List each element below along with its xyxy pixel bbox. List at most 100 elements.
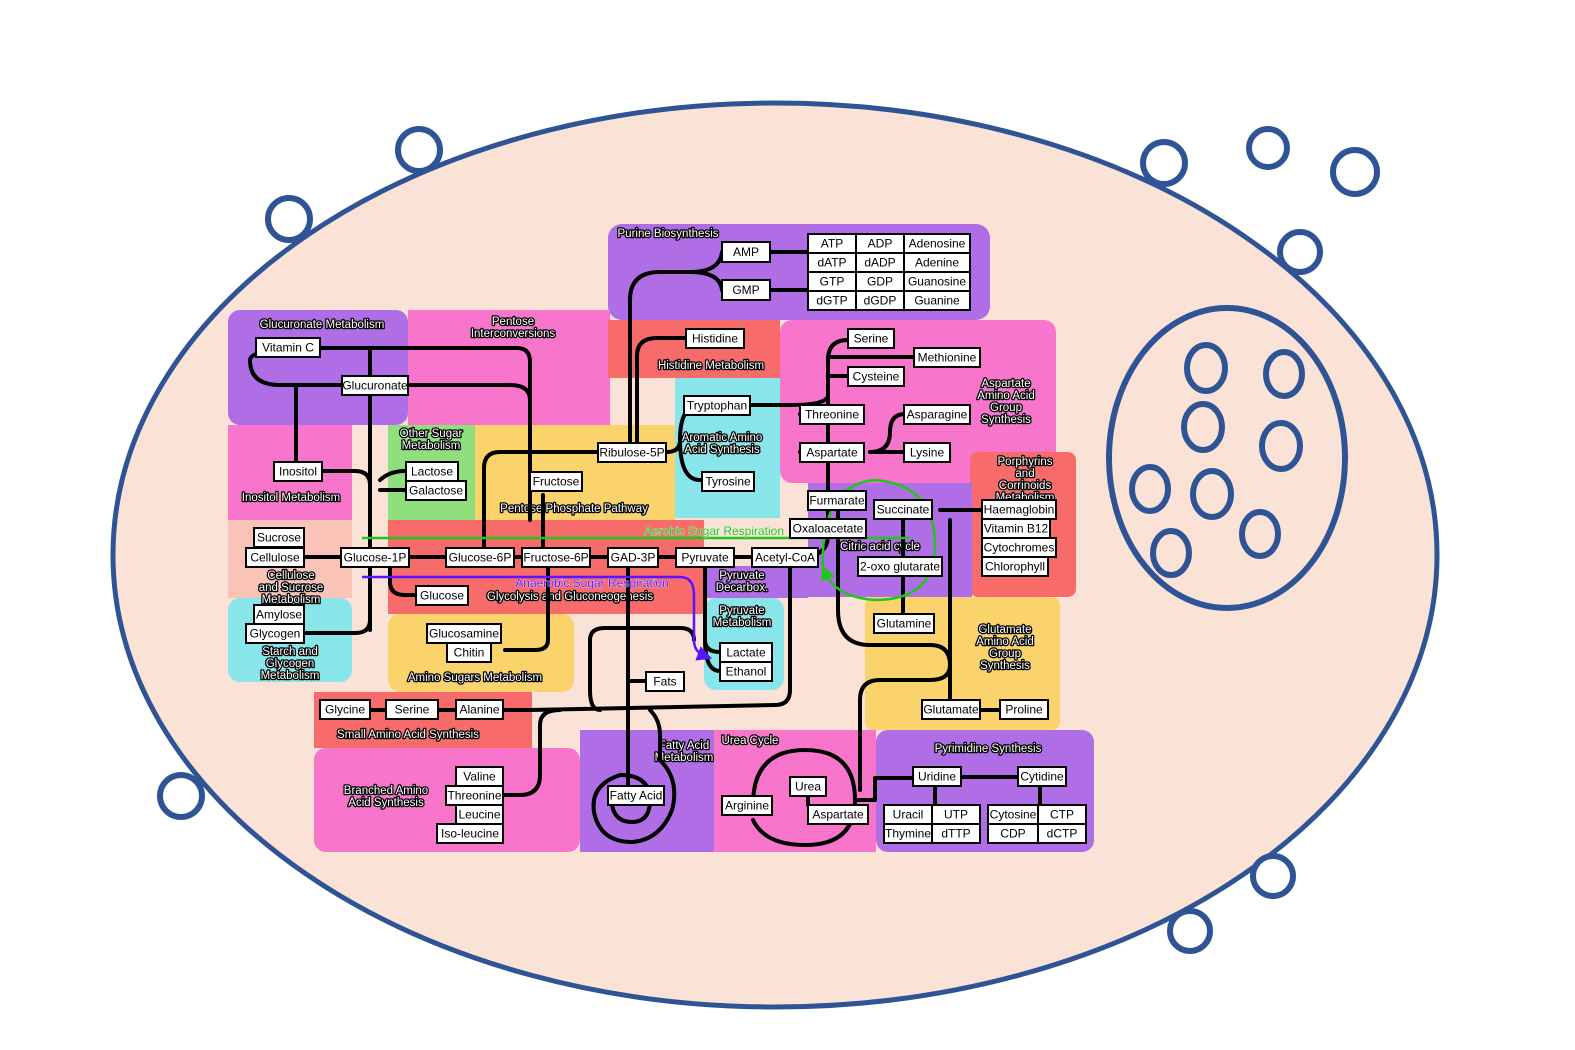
node-fructose[interactable]: Fructose	[529, 471, 583, 492]
node-tryptophan[interactable]: Tryptophan	[683, 395, 751, 416]
node-uracil-label: Uracil	[893, 808, 924, 822]
node-dctp[interactable]: dCTP	[1037, 823, 1087, 844]
node-haemaglobin[interactable]: Haemaglobin	[981, 499, 1057, 520]
node-isoleucine[interactable]: Iso-leucine	[436, 823, 504, 844]
node-methionine[interactable]: Methionine	[913, 347, 981, 368]
node-cysteine[interactable]: Cysteine	[847, 366, 905, 387]
node-ctp[interactable]: CTP	[1037, 804, 1087, 825]
node-glucuronate[interactable]: Glucuronate	[341, 375, 409, 396]
receptor-circle	[265, 195, 313, 243]
node-utp[interactable]: UTP	[931, 804, 981, 825]
node-dgtp-label: dGTP	[816, 294, 847, 308]
node-glucosamine[interactable]: Glucosamine	[426, 623, 502, 644]
receptor-circle	[1277, 229, 1323, 275]
node-uridine-label: Uridine	[918, 770, 956, 784]
region-label-inositol: Inositol Metabolism	[242, 492, 340, 504]
pathway-branched	[501, 708, 562, 797]
node-vitamin-b12[interactable]: Vitamin B12	[981, 518, 1051, 539]
node-fats[interactable]: Fats	[645, 671, 685, 692]
node-glycine[interactable]: Glycine	[319, 699, 371, 720]
node-dadp-label: dADP	[864, 256, 895, 270]
node-oxoglutarate[interactable]: 2-oxo glutarate	[857, 556, 943, 577]
nucleus-body	[1181, 401, 1225, 453]
node-uridine[interactable]: Uridine	[912, 766, 962, 787]
node-methionine-label: Methionine	[918, 351, 977, 365]
node-ethanol[interactable]: Ethanol	[719, 661, 773, 682]
anaerobic-respiration-label: Anaerobic Sugar Respiration	[515, 576, 668, 590]
node-dgdp[interactable]: dGDP	[855, 290, 905, 311]
node-dgdp-label: dGDP	[864, 294, 897, 308]
node-sucrose[interactable]: Sucrose	[253, 527, 305, 548]
node-adenosine[interactable]: Adenosine	[903, 233, 971, 254]
node-pyruvate[interactable]: Pyruvate	[675, 547, 735, 568]
node-alanine[interactable]: Alanine	[455, 699, 504, 720]
node-oxaloacetate[interactable]: Oxaloacetate	[789, 518, 867, 539]
node-succinate[interactable]: Succinate	[873, 499, 933, 520]
node-atp[interactable]: ATP	[807, 233, 857, 254]
node-cellulose[interactable]: Cellulose	[245, 547, 305, 568]
node-amylose[interactable]: Amylose	[253, 604, 305, 625]
node-chlorophyll[interactable]: Chlorophyll	[981, 556, 1049, 577]
node-adenine[interactable]: Adenine	[903, 252, 971, 273]
node-threonine-branched[interactable]: Threonine	[445, 785, 504, 806]
node-dttp[interactable]: dTTP	[931, 823, 981, 844]
pathway-citric-loop	[836, 498, 977, 792]
node-fatty-acid[interactable]: Fatty Acid	[607, 785, 665, 806]
node-urea[interactable]: Urea	[789, 776, 827, 797]
node-aspartate-urea[interactable]: Aspartate	[807, 804, 869, 825]
node-ribulose-5p[interactable]: Ribulose-5P	[597, 442, 667, 463]
node-cytosine[interactable]: Cytosine	[987, 804, 1039, 825]
node-lysine[interactable]: Lysine	[903, 442, 951, 463]
node-vitamin-c[interactable]: Vitamin C	[255, 337, 321, 358]
node-proline[interactable]: Proline	[999, 699, 1049, 720]
node-adp[interactable]: ADP	[855, 233, 905, 254]
node-uracil[interactable]: Uracil	[883, 804, 933, 825]
node-thymine[interactable]: Thymine	[883, 823, 933, 844]
node-cytochromes[interactable]: Cytochromes	[981, 537, 1057, 558]
receptor-circle	[1167, 908, 1213, 954]
node-glycogen[interactable]: Glycogen	[245, 623, 305, 644]
node-gad-3p[interactable]: GAD-3P	[607, 547, 659, 568]
node-glucose-1p[interactable]: Glucose-1P	[340, 547, 410, 568]
node-lactate[interactable]: Lactate	[719, 642, 773, 663]
node-glucose-6p[interactable]: Glucose-6P	[445, 547, 515, 568]
node-chitin[interactable]: Chitin	[446, 642, 492, 663]
aerobic-respiration-label: Aerobic Sugar Respiration	[644, 524, 784, 538]
node-dgtp[interactable]: dGTP	[807, 290, 857, 311]
node-cytidine[interactable]: Cytidine	[1017, 766, 1067, 787]
node-asparagine[interactable]: Asparagine	[903, 404, 971, 425]
node-threonine-top[interactable]: Threonine	[799, 404, 865, 425]
node-gtp[interactable]: GTP	[807, 271, 857, 292]
node-datp[interactable]: dATP	[807, 252, 857, 273]
node-arginine[interactable]: Arginine	[721, 795, 773, 816]
node-guanine[interactable]: Guanine	[903, 290, 971, 311]
pathway-fatty-spiral	[591, 698, 677, 844]
node-serine-small[interactable]: Serine	[385, 699, 439, 720]
node-histidine[interactable]: Histidine	[685, 328, 745, 349]
node-asparagine-label: Asparagine	[907, 408, 968, 422]
node-glucose[interactable]: Glucose	[415, 585, 469, 606]
node-cytidine-label: Cytidine	[1020, 770, 1064, 784]
node-gmp[interactable]: GMP	[721, 279, 771, 301]
node-fructose-6p[interactable]: Fructose-6P	[521, 547, 591, 568]
node-glutamate[interactable]: Glutamate	[921, 699, 981, 720]
node-furmarate[interactable]: Furmarate	[807, 490, 867, 511]
node-galactose[interactable]: Galactose	[405, 480, 467, 501]
node-gdp[interactable]: GDP	[855, 271, 905, 292]
node-aspartate-top-label: Aspartate	[806, 446, 858, 460]
node-acetyl-coa[interactable]: Acetyl-CoA	[751, 547, 819, 568]
node-aspartate-top[interactable]: Aspartate	[799, 442, 865, 463]
node-amp[interactable]: AMP	[721, 241, 771, 263]
node-serine-top[interactable]: Serine	[847, 328, 895, 349]
node-cdp[interactable]: CDP	[987, 823, 1039, 844]
node-valine[interactable]: Valine	[455, 766, 504, 787]
node-tyrosine[interactable]: Tyrosine	[701, 471, 755, 492]
node-inositol[interactable]: Inositol	[273, 461, 323, 482]
node-leucine[interactable]: Leucine	[455, 804, 504, 825]
node-glutamine[interactable]: Glutamine	[873, 613, 935, 634]
node-lactose[interactable]: Lactose	[405, 461, 459, 482]
node-dadp[interactable]: dADP	[855, 252, 905, 273]
node-guanosine[interactable]: Guanosine	[903, 271, 971, 292]
node-glucuronate-label: Glucuronate	[342, 379, 408, 393]
